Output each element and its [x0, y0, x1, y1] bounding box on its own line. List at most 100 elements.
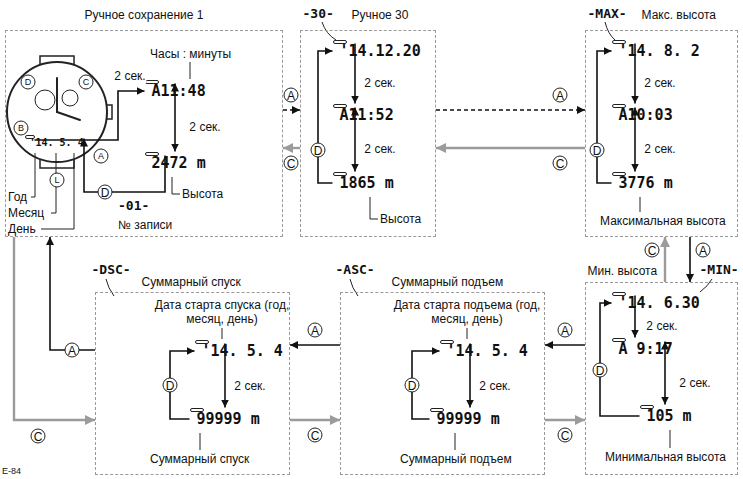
button-label: D — [405, 378, 420, 393]
field-label: № записи — [118, 218, 172, 232]
button-label: D — [98, 185, 113, 200]
lcd-text: '14. 6.30 — [619, 294, 700, 312]
lcd-text: '14.12.20 — [340, 42, 421, 60]
button-label: B — [14, 121, 29, 136]
button-label: D — [590, 143, 605, 158]
leader-line — [350, 279, 358, 296]
connector-arrow — [436, 109, 585, 111]
panel-heading: -MAX- — [588, 6, 627, 21]
button-label: D — [21, 75, 36, 90]
lcd-display: A 9:17 — [612, 338, 626, 342]
leader-line — [200, 433, 201, 450]
lcd-display: 99999 m — [430, 408, 444, 412]
panel-subheading: Мин. высота — [588, 264, 658, 278]
button-label: D — [593, 363, 608, 378]
button-label: A — [308, 323, 323, 338]
leader-line — [172, 177, 180, 194]
connector-arrow — [290, 344, 340, 346]
leader-line — [640, 197, 641, 212]
field-label: Высота — [182, 187, 223, 201]
leader-line — [322, 22, 336, 40]
watch-subdial — [62, 90, 78, 106]
hold-time-label: 2 сек. — [363, 76, 396, 90]
leader-line — [41, 153, 74, 229]
return-arrow — [283, 147, 300, 149]
lcd-display: '14. 5. 4 — [25, 135, 35, 139]
field-label: Часы : минуты — [150, 47, 231, 61]
hold-time-label: 2 сек. — [363, 142, 396, 156]
connector-arrow — [597, 51, 612, 183]
button-label: A — [553, 88, 568, 103]
hold-time-label: 2 сек. — [113, 69, 146, 83]
lcd-text: 3776 m — [619, 174, 673, 192]
return-arrow — [290, 419, 340, 421]
lcd-text: '14. 5. 4 — [447, 342, 528, 360]
hold-time-label: 2 сек. — [478, 379, 511, 393]
lcd-display: A11:52 — [333, 104, 347, 108]
return-arrow — [14, 237, 95, 420]
lcd-display: 3776 m — [612, 172, 626, 176]
button-label: A — [558, 323, 573, 338]
hold-time-label: 2 сек. — [678, 376, 711, 390]
lcd-display: '14.12.20 — [333, 40, 347, 44]
page-number: E-84 — [2, 466, 21, 477]
lcd-text: '14. 5. 4 — [30, 137, 84, 149]
hold-time-label: 2 сек. — [645, 319, 678, 333]
button-label: A — [94, 149, 109, 164]
connector-arrow — [35, 91, 145, 140]
panel-subheading: Ручное 30 — [352, 8, 409, 22]
panel-subheading: Макс. высота — [642, 8, 716, 22]
button-label: C — [558, 428, 573, 443]
button-label: D — [163, 378, 178, 393]
leader-line — [190, 62, 191, 79]
watch-subdial — [35, 90, 55, 110]
lcd-text: 2472 m — [152, 154, 206, 172]
field-label: Высота — [380, 212, 421, 226]
leader-line — [467, 328, 468, 339]
leader-line — [31, 153, 35, 197]
field-label: Дата старта подъема (год, месяц, день) — [392, 298, 542, 326]
lcd-text: 1865 m — [340, 174, 394, 192]
mode-panel: -30-Ручное 30'14.12.20A11:521865 m — [300, 30, 436, 237]
lcd-text: 99999 m — [437, 410, 500, 428]
field-label: День — [8, 222, 36, 236]
mode-panel: -MAX-Макс. высота'14. 8. 2A10:033776 m — [585, 30, 738, 237]
lcd-text: '14. 5. 4 — [202, 342, 283, 360]
button-label: C — [31, 429, 46, 444]
lcd-display: 105 m — [640, 405, 654, 409]
lcd-display: 1865 m — [333, 172, 347, 176]
field-label: Минимальная высота — [605, 450, 726, 464]
lcd-text: 105 m — [647, 407, 692, 425]
field-label: Год — [8, 190, 27, 204]
lcd-text: '14. 8. 2 — [619, 42, 700, 60]
hold-time-label: 2 сек. — [233, 379, 266, 393]
field-label: Суммарный подъем — [400, 452, 512, 466]
connector-arrow — [318, 51, 333, 183]
leader-line — [670, 430, 671, 448]
lcd-text: A11:48 — [152, 82, 206, 100]
watch-hand — [56, 78, 58, 112]
lcd-display: '14. 8. 2 — [612, 40, 626, 44]
panel-heading: -MIN- — [700, 262, 739, 277]
panel-heading: -30- — [303, 6, 334, 21]
hold-time-label: 2 сек. — [643, 76, 676, 90]
field-label: Дата старта спуска (год, месяц, день) — [152, 298, 292, 326]
lcd-display: 99999 m — [190, 408, 204, 412]
connector-arrow — [50, 237, 95, 350]
watch-hand — [57, 112, 80, 120]
lcd-display: '14. 6.30 — [612, 292, 626, 296]
lcd-text: A 9:17 — [619, 340, 673, 358]
button-label: D — [311, 143, 326, 158]
lcd-text: A10:03 — [619, 106, 673, 124]
hold-time-label: 2 сек. — [188, 120, 221, 134]
return-arrow — [436, 147, 585, 149]
button-label: A — [65, 343, 80, 358]
lcd-text: 99999 m — [197, 410, 260, 428]
panel-heading: Ручное сохранение 1 — [85, 8, 204, 22]
button-label: C — [308, 428, 323, 443]
connector-arrow — [545, 344, 585, 346]
hold-time-label: 2 сек. — [643, 142, 676, 156]
button-label: C — [284, 156, 299, 171]
